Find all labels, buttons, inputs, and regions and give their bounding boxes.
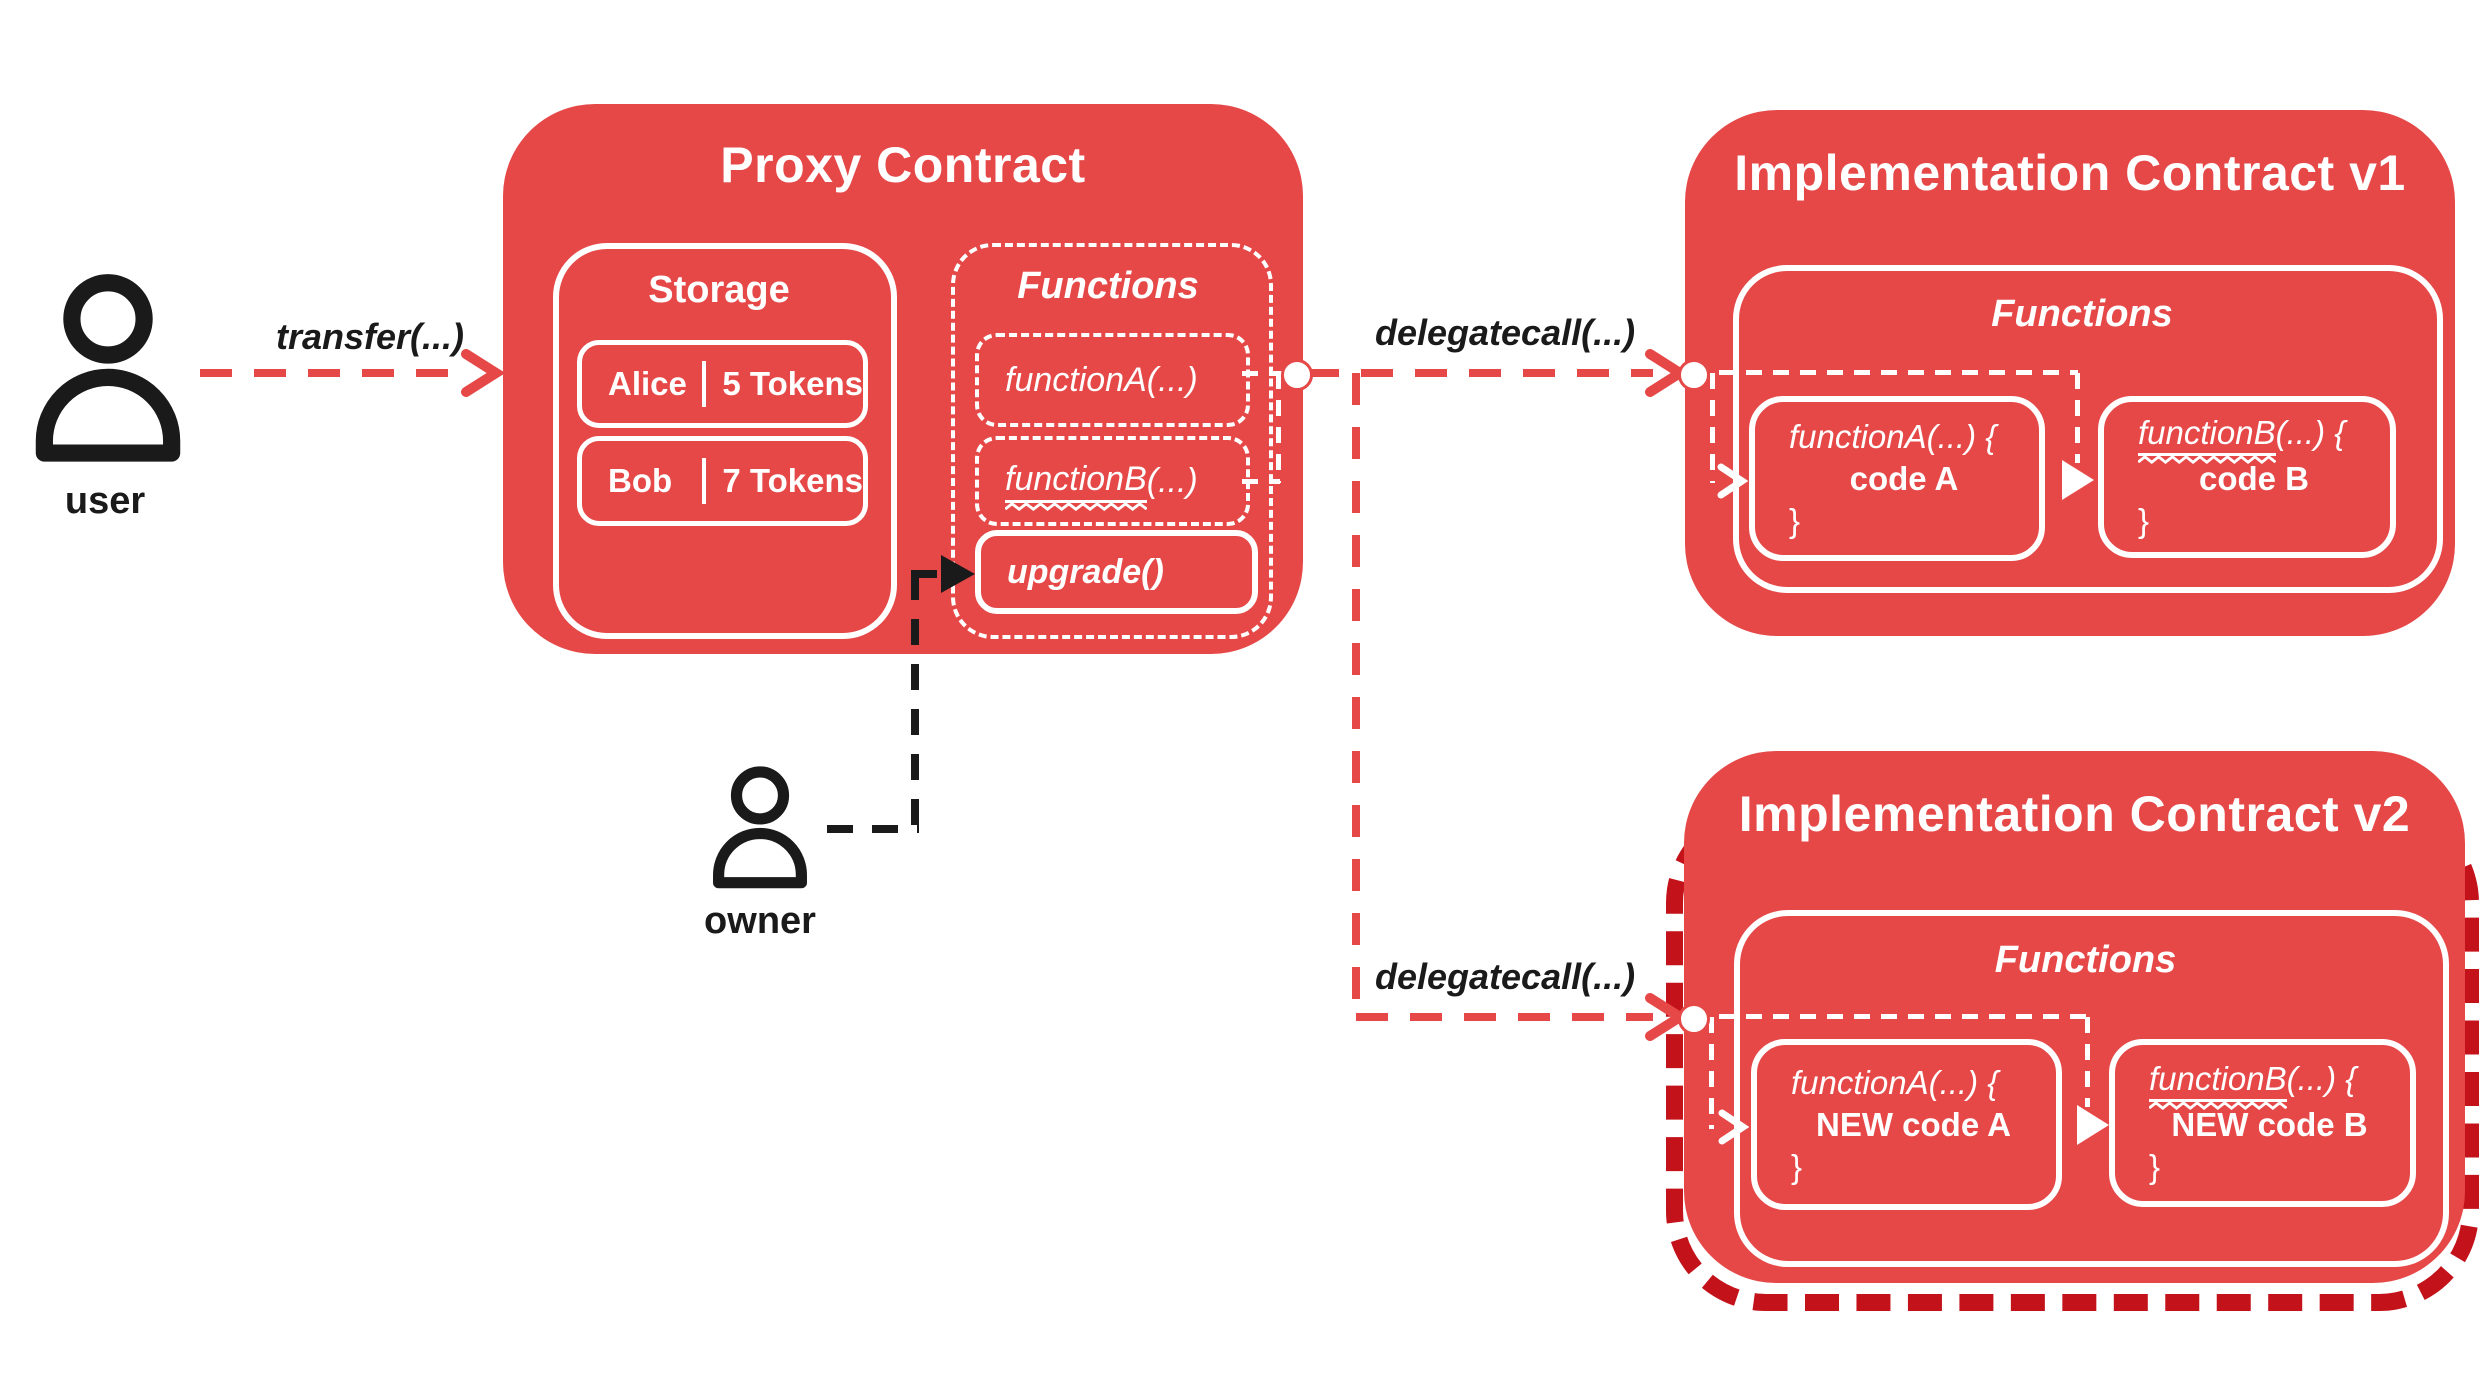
user-label: user — [64, 480, 146, 522]
closing-brace: } — [2149, 1148, 2161, 1185]
delegatecall-branch-line — [1352, 373, 1360, 1021]
v2-entry-line — [1692, 1014, 2088, 1019]
impl-v2-functions-box — [1734, 910, 2449, 1267]
function-b-body: NEW code B — [2171, 1106, 2368, 1143]
function-b-signature: functionB(...) { — [2149, 1060, 2390, 1110]
delegatecall-v1-line — [1307, 369, 1653, 377]
function-b-name-underlined: functionB — [2149, 1060, 2287, 1110]
storage-row-name: Bob — [608, 462, 673, 499]
v1-function-a-arrowhead-icon — [1717, 463, 1748, 499]
function-a-body: NEW code A — [1816, 1105, 2011, 1143]
proxy-functions-title: Functions — [1017, 265, 1199, 307]
delegatecall-v2-label: delegatecall(...) — [1375, 956, 1636, 997]
owner-line-horizontal — [827, 825, 919, 833]
storage-row: Bob 7 Tokens — [577, 436, 868, 526]
v2-function-b-arrowhead-icon — [2077, 1105, 2109, 1145]
storage-row: Alice 5 Tokens — [577, 340, 868, 428]
proxy-upgrade-item: upgrade() — [975, 530, 1258, 614]
row-divider — [702, 361, 707, 407]
v1-entry-line — [1692, 370, 2078, 375]
proxy-function-b-connector-riser — [1276, 373, 1281, 483]
closing-brace: } — [1789, 501, 1801, 539]
function-a-signature: functionA(...) { — [1791, 1063, 1999, 1101]
upgrade-arrowhead-icon — [941, 555, 975, 593]
row-divider — [702, 458, 707, 504]
owner-label: owner — [704, 900, 816, 942]
owner-line-vertical — [911, 574, 919, 832]
owner-line-stub — [911, 570, 947, 578]
transfer-arrowhead-icon — [461, 349, 504, 397]
impl-v1-function-b-box: functionB(...) { code B } — [2098, 396, 2396, 558]
impl-v2-title: Implementation Contract v2 — [1738, 786, 2411, 842]
proxy-function-b-connector — [1242, 479, 1280, 484]
v1-entry-connector-dot — [1678, 359, 1710, 391]
impl-v1-functions-title: Functions — [1991, 293, 2173, 335]
impl-v2-function-b-box: functionB(...) { NEW code B } — [2109, 1039, 2416, 1207]
proxy-contract-title: Proxy Contract — [720, 137, 1086, 193]
function-a-body: code A — [1849, 459, 1959, 497]
storage-box — [553, 243, 897, 639]
function-b-name-underlined: functionB — [2138, 414, 2276, 464]
function-a-label: functionA(...) — [1005, 360, 1198, 399]
function-a-signature: functionA(...) { — [1789, 417, 1997, 455]
proxy-function-a-connector — [1242, 371, 1286, 376]
proxy-exit-connector-dot — [1281, 359, 1313, 391]
closing-brace: } — [2138, 502, 2150, 539]
v2-entry-connector-dot — [1678, 1003, 1710, 1035]
function-b-body: code B — [2198, 460, 2310, 497]
user-icon — [35, 274, 181, 462]
v2-function-a-arrowhead-icon — [1718, 1109, 1749, 1145]
storage-row-name: Alice — [608, 365, 687, 402]
zigzag-underline-icon — [2149, 1101, 2287, 1110]
impl-v1-functions-box — [1733, 265, 2443, 593]
proxy-function-b-item: functionB(...) — [975, 436, 1250, 526]
closing-brace: } — [1791, 1147, 1803, 1185]
v1-function-b-arrowhead-icon — [2062, 460, 2094, 500]
proxy-contract-box — [503, 104, 1303, 654]
function-b-signature: functionB(...) { — [2138, 414, 2370, 464]
transfer-line — [200, 369, 462, 377]
impl-v1-title: Implementation Contract v1 — [1734, 145, 2406, 201]
impl-v1-function-a-box: functionA(...) { code A } — [1749, 396, 2045, 561]
impl-v2-functions-title: Functions — [1994, 939, 2177, 981]
transfer-call-label: transfer(...) — [275, 316, 465, 357]
storage-row-amount: 7 Tokens — [722, 462, 863, 499]
storage-row-amount: 5 Tokens — [722, 365, 863, 402]
proxy-function-a-item: functionA(...) — [975, 333, 1250, 427]
delegatecall-v1-label: delegatecall(...) — [1375, 312, 1636, 353]
zigzag-underline-icon — [2138, 455, 2276, 464]
v1-branch-a-line — [1710, 373, 1715, 483]
v2-branch-a-line — [1709, 1017, 1714, 1129]
zigzag-underline-icon — [1005, 501, 1147, 511]
function-b-name-underlined: functionB — [1005, 460, 1147, 511]
v2-branch-b-line — [2085, 1017, 2090, 1107]
storage-title: Storage — [648, 269, 790, 311]
function-b-args: (...) — [1146, 461, 1198, 500]
v1-branch-b-line — [2075, 373, 2080, 463]
delegatecall-v2-line — [1356, 1013, 1653, 1021]
proxy-functions-group — [951, 243, 1273, 639]
impl-v2-function-a-box: functionA(...) { NEW code A } — [1751, 1039, 2062, 1210]
owner-icon — [713, 766, 807, 889]
upgrade-label: upgrade() — [1007, 552, 1164, 591]
